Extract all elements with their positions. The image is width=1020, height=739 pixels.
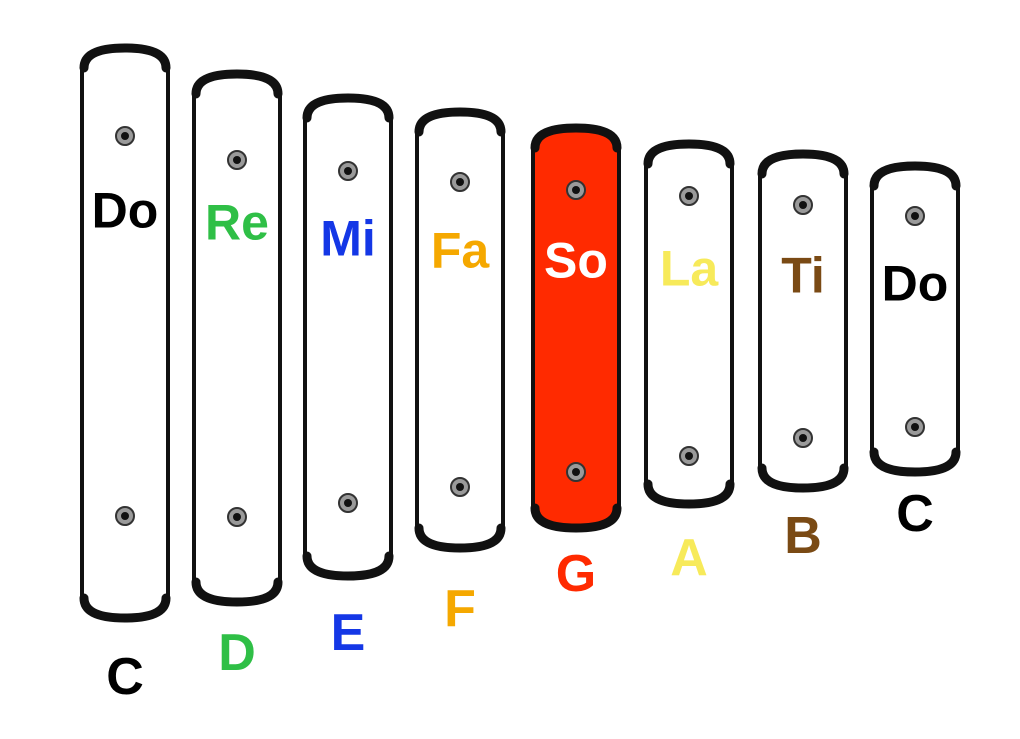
xylophone-bar-7[interactable]: Ti (757, 149, 849, 493)
bar-top-edge (869, 161, 961, 191)
solfege-label: Do (92, 183, 159, 239)
xylophone-bar-4[interactable]: Fa (414, 107, 506, 553)
bars-group: DoC ReD MiE FaF SoG LaA TiB DoC (79, 43, 961, 706)
screw-center (685, 452, 693, 460)
screw-center (911, 423, 919, 431)
xylophone-bar-3[interactable]: Mi (302, 93, 394, 581)
screw-center (233, 156, 241, 164)
bar-bottom-edge (191, 577, 283, 607)
bar-top-edge (191, 69, 283, 99)
note-letter-label: C (106, 648, 144, 706)
solfege-label: Ti (781, 248, 825, 304)
screw-center (344, 167, 352, 175)
bar-top-edge (302, 93, 394, 123)
screw-center (685, 192, 693, 200)
note-letter-label: E (331, 604, 366, 662)
screw-center (344, 499, 352, 507)
screw-center (456, 178, 464, 186)
xylophone-bar-2[interactable]: Re (191, 69, 283, 607)
screw-center (121, 512, 129, 520)
solfege-label: Re (205, 195, 269, 251)
xylophone-bar-8[interactable]: Do (869, 161, 961, 477)
note-letter-label: G (556, 545, 596, 603)
bar-bottom-edge (414, 523, 506, 553)
note-letter-label: C (896, 485, 934, 543)
solfege-label: Mi (320, 211, 376, 267)
bar-bottom-edge (757, 463, 849, 493)
bar-bottom-edge (79, 593, 171, 623)
xylophone-bar-1[interactable]: Do (79, 43, 171, 623)
bar-bottom-edge (643, 479, 735, 509)
bar-bottom-edge (530, 503, 622, 533)
solfege-label: Fa (431, 223, 491, 279)
bar-bottom-edge (869, 447, 961, 477)
xylophone-bar-5[interactable]: So (530, 123, 622, 533)
bar-top-edge (414, 107, 506, 137)
solfege-label: La (660, 241, 720, 297)
bar-top-edge (79, 43, 171, 73)
bar-top-edge (643, 139, 735, 169)
note-letter-label: F (444, 580, 476, 638)
screw-center (572, 186, 580, 194)
screw-center (799, 434, 807, 442)
solfege-label: So (544, 233, 608, 289)
xylophone-bar-6[interactable]: La (643, 139, 735, 509)
note-letter-label: B (784, 507, 822, 565)
screw-center (456, 483, 464, 491)
bar-top-edge (530, 123, 622, 153)
bar-bottom-edge (302, 551, 394, 581)
screw-center (572, 468, 580, 476)
screw-center (799, 201, 807, 209)
note-letter-label: A (670, 529, 708, 587)
screw-center (121, 132, 129, 140)
note-letter-label: D (218, 624, 256, 682)
solfege-label: Do (882, 256, 949, 312)
screw-center (911, 212, 919, 220)
bar-top-edge (757, 149, 849, 179)
screw-center (233, 513, 241, 521)
